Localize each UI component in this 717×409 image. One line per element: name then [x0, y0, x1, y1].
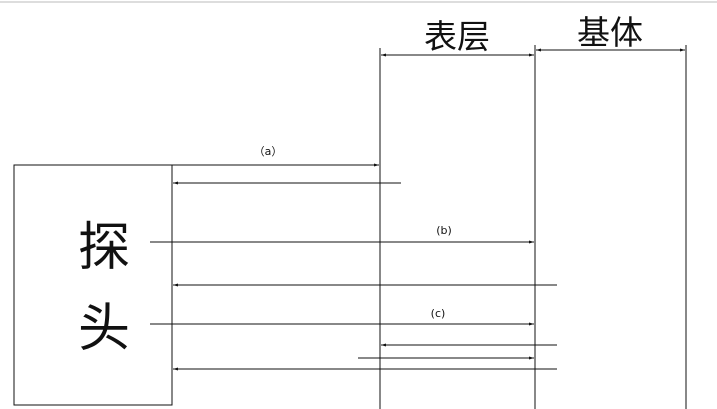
path-b-label: (b) [436, 224, 452, 237]
probe-box [13, 164, 173, 406]
path-c-label: (c) [431, 307, 446, 320]
probe-label-char-2: 头 [78, 299, 130, 359]
substrate-layer-label: 基体 [577, 13, 643, 52]
path-a-label: （a） [254, 145, 283, 158]
coating-layer-label: 表层 [424, 17, 490, 56]
probe-label-char-1: 探 [78, 218, 130, 278]
